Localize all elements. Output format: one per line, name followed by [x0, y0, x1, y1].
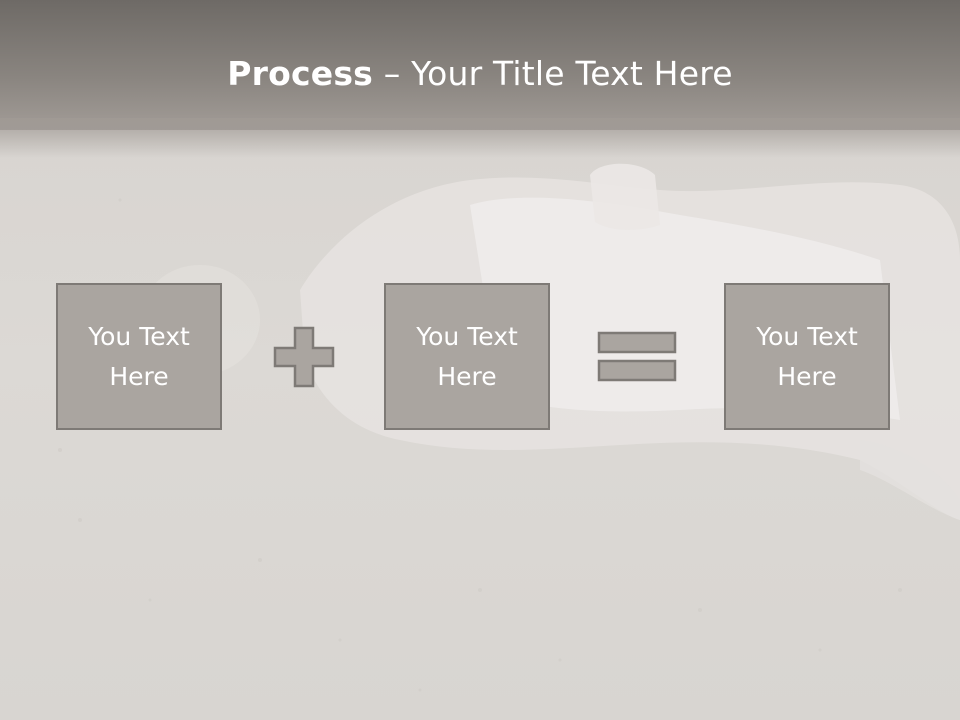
title-bar-fade [0, 118, 960, 158]
text-box-2[interactable]: You Text Here [384, 283, 550, 430]
title-bar [0, 0, 960, 130]
title-bold: Process [227, 54, 374, 93]
text-box-3[interactable]: You Text Here [724, 283, 890, 430]
text-box-2-label: You Text Here [416, 321, 518, 391]
title-rest: – Your Title Text Here [373, 54, 733, 93]
equals-icon [597, 331, 677, 382]
text-box-1-label: You Text Here [88, 321, 190, 391]
text-box-1[interactable]: You Text Here [56, 283, 222, 430]
slide-title[interactable]: Process – Your Title Text Here [0, 52, 960, 96]
text-box-3-label: You Text Here [756, 321, 858, 391]
plus-icon [273, 326, 335, 388]
